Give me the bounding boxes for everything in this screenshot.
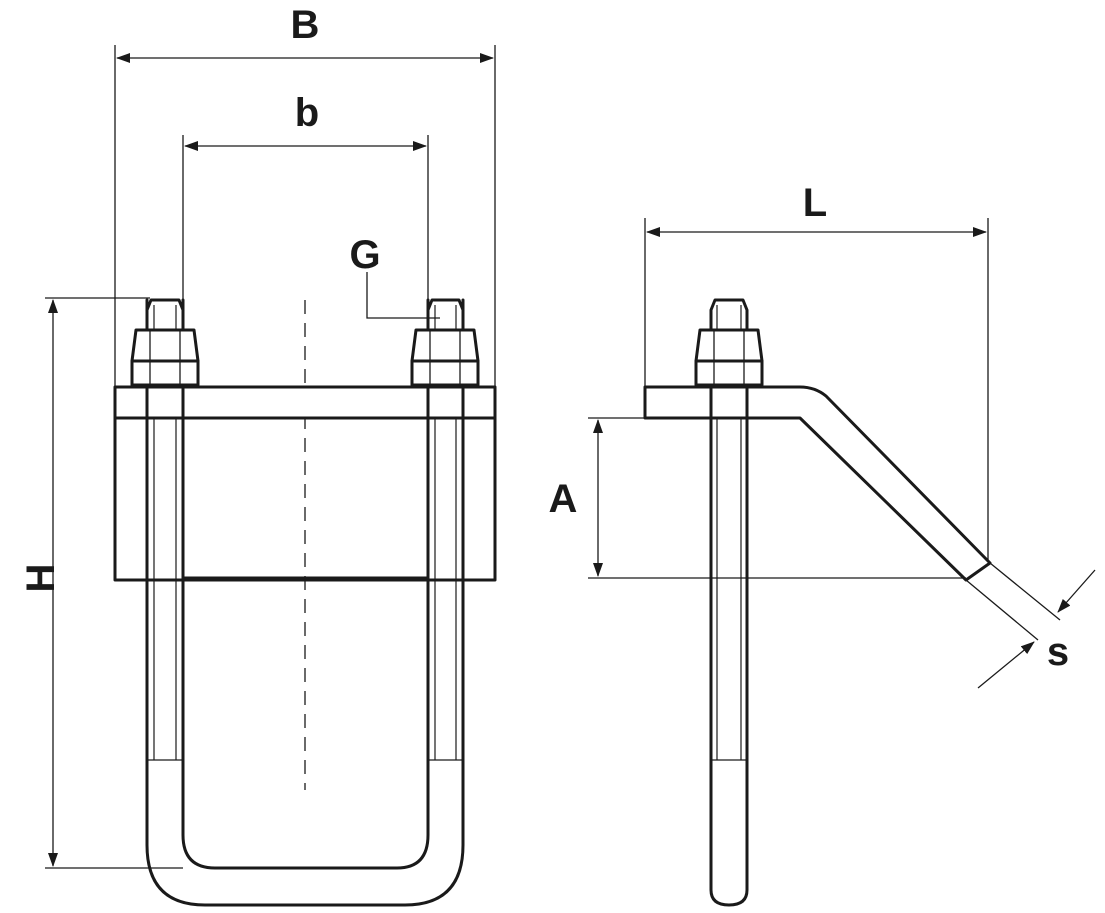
- side-nut: [694, 328, 764, 387]
- leader-G: [366, 272, 440, 319]
- side-bolt: [709, 298, 749, 907]
- channel-body: [113, 416, 497, 582]
- front-view: B b G H: [19, 3, 497, 907]
- label-s: s: [1047, 630, 1069, 674]
- label-G: G: [349, 233, 380, 277]
- u-bolt-inner: [181, 298, 430, 870]
- bent-bracket: [643, 385, 992, 582]
- label-H: H: [19, 564, 63, 593]
- u-bolt-outer: [145, 298, 465, 907]
- nut-left: [130, 328, 200, 387]
- clamp-plate: [113, 385, 497, 420]
- side-view: L A s: [549, 181, 1096, 907]
- label-A: A: [549, 477, 578, 521]
- nut-right: [410, 328, 480, 387]
- label-L: L: [803, 181, 827, 225]
- label-b: b: [295, 91, 319, 135]
- label-B: B: [291, 3, 320, 47]
